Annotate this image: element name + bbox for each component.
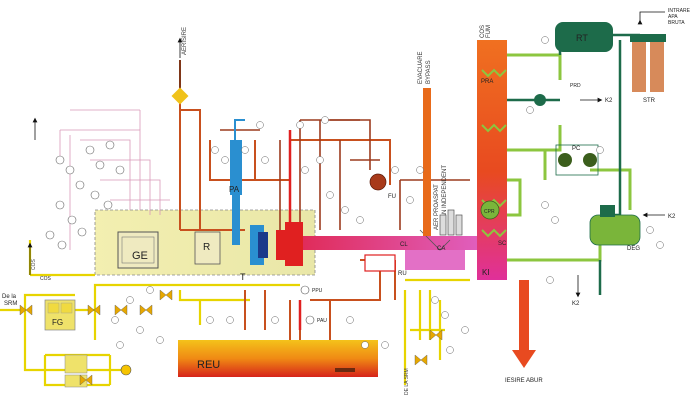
reu-label: REU (197, 359, 220, 371)
pau-pump[interactable] (305, 315, 315, 325)
sc-label: SC (498, 241, 507, 247)
ge-label: GE (132, 250, 148, 262)
de-la-srm-bottom-label: DE LA SRM (404, 368, 410, 395)
fum-label: FUM (486, 25, 492, 38)
fg-label: FG (52, 318, 63, 327)
k2-label-bottom: K2 (572, 301, 580, 307)
srm-label: SRM (4, 301, 17, 307)
cazan-independent-label: CAZAN INDEPENDENT (442, 165, 448, 230)
bruta-label: BRUTA (668, 20, 685, 26)
exhaust-duct (303, 236, 483, 250)
aerisire-label: AERISIRE (182, 27, 188, 55)
ru-label: RU (398, 271, 407, 277)
aerisire-filter[interactable] (171, 87, 189, 105)
meter-icon[interactable] (120, 364, 132, 376)
t-label: T (240, 272, 246, 282)
cos-label-left: COS (31, 259, 37, 271)
pc-pumps[interactable] (555, 144, 599, 176)
apa-label: APA (668, 14, 678, 20)
ppu-pump[interactable] (300, 285, 310, 295)
rt-tank[interactable] (555, 22, 613, 52)
pa-label: PA (229, 185, 240, 194)
oil-lines (179, 60, 396, 350)
instrument-lines (59, 109, 170, 250)
evacuare-label: EVACUARE (418, 51, 424, 84)
brown-lines (220, 119, 470, 230)
steam-outlet-arrow (512, 280, 536, 368)
boiler[interactable] (477, 40, 507, 280)
valves[interactable] (19, 289, 443, 386)
pa-compressor[interactable] (230, 140, 242, 195)
exhaust-lines (288, 130, 302, 330)
ge-generator[interactable] (117, 231, 159, 269)
deg-deaerator[interactable] (589, 214, 641, 246)
intrare-label: INTRARE (668, 8, 691, 14)
cos-label-mid: COS (40, 276, 52, 282)
str-tank-1[interactable] (632, 40, 646, 92)
pra-label: PRA (481, 79, 493, 85)
cpr-economizer[interactable] (480, 200, 500, 220)
str-tank-2[interactable] (650, 40, 664, 92)
cl-label: CL (400, 242, 408, 248)
prd-pump[interactable] (534, 94, 546, 106)
de-la-label: De la (2, 294, 17, 300)
r-label: R (203, 242, 210, 253)
ru-exchanger[interactable] (364, 254, 396, 272)
rt-label: RT (576, 33, 588, 43)
darkgreen-lines (507, 33, 640, 295)
fu-label: FU (388, 194, 396, 200)
gauges-left (45, 140, 125, 250)
cpr-label: CPR (484, 209, 495, 215)
k2-label-right: K2 (668, 214, 676, 220)
fu-tank[interactable] (369, 173, 387, 191)
r-block[interactable] (194, 231, 221, 265)
bypass-label: BYPASS (426, 60, 432, 84)
ca-label: CA (437, 246, 445, 252)
k2-label-top: K2 (605, 98, 613, 104)
deg-label: DEG (627, 246, 640, 252)
aer-proaspat-label: AER PROASPAT (434, 184, 440, 230)
turbocharger[interactable] (250, 222, 303, 266)
ki-label: KI (482, 268, 490, 277)
iesire-abur-label: IESIRE ABUR (505, 378, 543, 384)
ppu-label: PPU (312, 288, 323, 294)
pc-label: PC (572, 146, 581, 152)
instrument-bubbles (111, 36, 664, 354)
bypass-stack (423, 88, 431, 236)
pau-label: PAU (317, 318, 327, 324)
inlet-fans[interactable] (439, 209, 463, 236)
prd-label: PRD (570, 83, 581, 89)
cos-fum-label: COS (480, 25, 486, 38)
blue-line (234, 119, 245, 140)
str-label: STR (643, 98, 656, 104)
inlet-arrow (637, 11, 665, 25)
